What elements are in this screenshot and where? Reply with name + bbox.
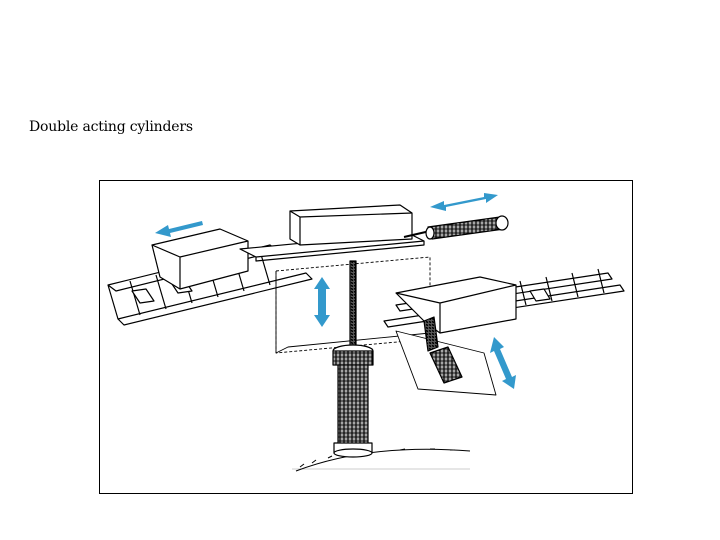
piston-rod bbox=[349, 260, 357, 348]
right-box bbox=[395, 276, 517, 334]
center-box bbox=[289, 204, 413, 246]
left-box-arrow bbox=[155, 221, 203, 237]
slide-title: Double acting cylinders bbox=[29, 119, 193, 135]
vertical-cylinder bbox=[332, 344, 374, 458]
tilt-cylinder bbox=[423, 316, 463, 384]
push-arrow bbox=[430, 193, 498, 211]
cylinder-illustration bbox=[99, 180, 633, 494]
lift-arrow bbox=[314, 277, 330, 327]
push-cylinder bbox=[425, 215, 509, 240]
tilt-arrow bbox=[490, 337, 516, 389]
ground-base bbox=[292, 448, 471, 472]
left-box bbox=[151, 228, 249, 290]
